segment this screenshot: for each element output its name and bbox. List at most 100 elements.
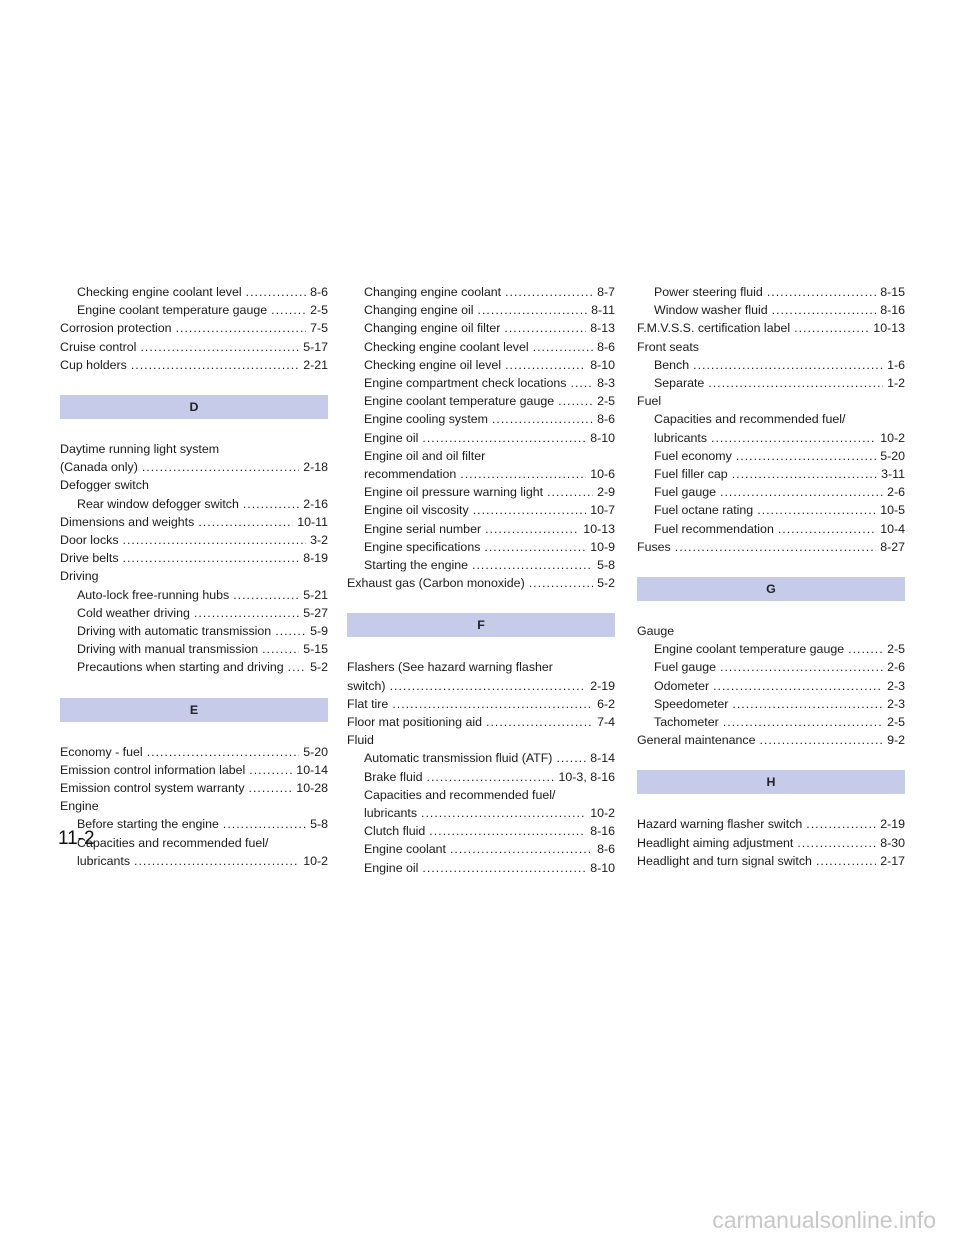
entry-page-ref: 2-5 (887, 715, 905, 730)
index-heading: Flashers (See hazard warning flasher (347, 660, 553, 675)
index-entry: Cruise control 5-17 (60, 338, 328, 356)
entry-page-ref: 2-5 (887, 642, 905, 657)
index-entry: Automatic transmission fluid (ATF)8-14 (347, 749, 615, 767)
index-heading: Driving (60, 569, 99, 584)
entry-page-ref: 10-13 (873, 321, 905, 336)
entry-text: Cruise control (60, 339, 137, 354)
entry-page-ref: 10-6 (590, 467, 615, 482)
index-entry: Dimensions and weights10-11 (60, 513, 328, 531)
dot-leader (249, 761, 292, 779)
entry-text: Engine coolant temperature gauge (364, 394, 555, 409)
entry-page-ref: 8-10 (590, 430, 615, 445)
watermark: carmanualsonline.info (712, 1207, 936, 1233)
index-entry: Economy - fuel5-20 (60, 743, 328, 761)
entry-text: Engine cooling system (364, 412, 488, 427)
entry-text: Brake fluid (364, 769, 423, 784)
dot-leader (486, 713, 593, 731)
entry-page-ref: 5-21 (303, 587, 328, 602)
dot-leader (675, 538, 876, 556)
dot-leader (533, 338, 593, 356)
entry-page-ref: 6-2 (597, 696, 615, 711)
entry-page-ref: 8-13 (590, 321, 615, 336)
dot-leader (720, 483, 883, 501)
dot-leader (794, 319, 869, 337)
index-entry: Window washer fluid 8-16 (637, 301, 905, 319)
index-entry: Precautions when starting and driving 5-2 (60, 658, 328, 676)
entry-text: Engine coolant temperature gauge (654, 642, 845, 657)
entry-text: Engine oil (364, 430, 419, 445)
entry-page-ref: 2-3 (887, 678, 905, 693)
entry-page-ref: 10-2 (590, 806, 615, 821)
index-entry: Power steering fluid8-15 (637, 283, 905, 301)
index-entry: Driving with manual transmission5-15 (60, 640, 328, 658)
dot-leader (472, 556, 593, 574)
index-entry: Engine coolant8-6 (347, 840, 615, 858)
entry-page-ref: 10-7 (590, 503, 615, 518)
dot-leader (816, 852, 876, 870)
entry-page-ref: 5-20 (303, 744, 328, 759)
index-entry: Cold weather driving5-27 (60, 604, 328, 622)
entry-page-ref: 5-17 (303, 339, 328, 354)
dot-leader (233, 586, 299, 604)
index-entry: Headlight aiming adjustment8-30 (637, 834, 905, 852)
entry-text: Dimensions and weights (60, 514, 195, 529)
dot-leader (732, 465, 877, 483)
index-entry: Cup holders2-21 (60, 356, 328, 374)
entry-text: Cup holders (60, 357, 127, 372)
index-entry: Separate1-2 (637, 374, 905, 392)
entry-page-ref: 2-19 (590, 678, 615, 693)
dot-leader (429, 822, 586, 840)
entry-text: Window washer fluid (654, 303, 768, 318)
entry-page-ref: 8-30 (880, 835, 905, 850)
entry-text: Headlight and turn signal switch (637, 853, 812, 868)
index-entry: Engine cooling system8-6 (347, 410, 615, 428)
dot-leader (134, 852, 299, 870)
entry-text: recommendation (364, 467, 457, 482)
entry-text: Precautions when starting and driving (77, 660, 284, 675)
dot-leader (198, 513, 293, 531)
index-heading: Gauge (637, 624, 675, 639)
index-heading: Front seats (637, 339, 699, 354)
dot-leader (505, 283, 593, 301)
entry-page-ref: 9-2 (887, 733, 905, 748)
entry-text: Checking engine coolant level (364, 339, 529, 354)
index-entry: Changing engine oil filter8-13 (347, 319, 615, 337)
index-entry: Engine specifications10-9 (347, 538, 615, 556)
entry-page-ref: 2-9 (597, 485, 615, 500)
entry-page-ref: 3-11 (881, 467, 905, 482)
entry-text: Changing engine coolant (364, 285, 502, 299)
entry-text: Engine coolant (364, 842, 446, 857)
entry-page-ref: 8-6 (597, 339, 615, 354)
index-entry: (Canada only)2-18 (60, 458, 328, 476)
entry-text: Power steering fluid (654, 285, 763, 299)
dot-leader (736, 447, 876, 465)
entry-text: Door locks (60, 533, 119, 548)
index-entry: Starting the engine5-8 (347, 556, 615, 574)
index-entry: Odometer2-3 (637, 677, 905, 695)
entry-page-ref: 8-16 (880, 303, 905, 318)
entry-text: Starting the engine (364, 558, 469, 573)
entry-page-ref: 8-16 (590, 824, 615, 839)
entry-text: Drive belts (60, 551, 119, 566)
dot-leader (571, 374, 594, 392)
entry-page-ref: 10-3, 8-16 (558, 769, 615, 784)
dot-leader (194, 604, 299, 622)
dot-leader (140, 338, 299, 356)
entry-page-ref: 3-2 (310, 533, 328, 548)
entry-text: Tachometer (654, 715, 719, 730)
entry-text: Rear window defogger switch (77, 496, 239, 511)
dot-leader (473, 501, 587, 519)
index-entry: switch)2-19 (347, 677, 615, 695)
entry-page-ref: 10-13 (583, 521, 615, 536)
index-heading: Engine (60, 799, 99, 814)
entry-page-ref: 5-2 (310, 660, 328, 675)
index-entry: Rear window defogger switch2-16 (60, 495, 328, 513)
dot-leader (713, 677, 883, 695)
index-entry: lubricants10-2 (637, 429, 905, 447)
index-entry: Checking engine oil level8-10 (347, 356, 615, 374)
entry-page-ref: 10-28 (296, 781, 328, 796)
entry-page-ref: 2-6 (887, 485, 905, 500)
entry-text: Changing engine oil (364, 303, 474, 318)
entry-page-ref: 5-8 (310, 817, 328, 832)
